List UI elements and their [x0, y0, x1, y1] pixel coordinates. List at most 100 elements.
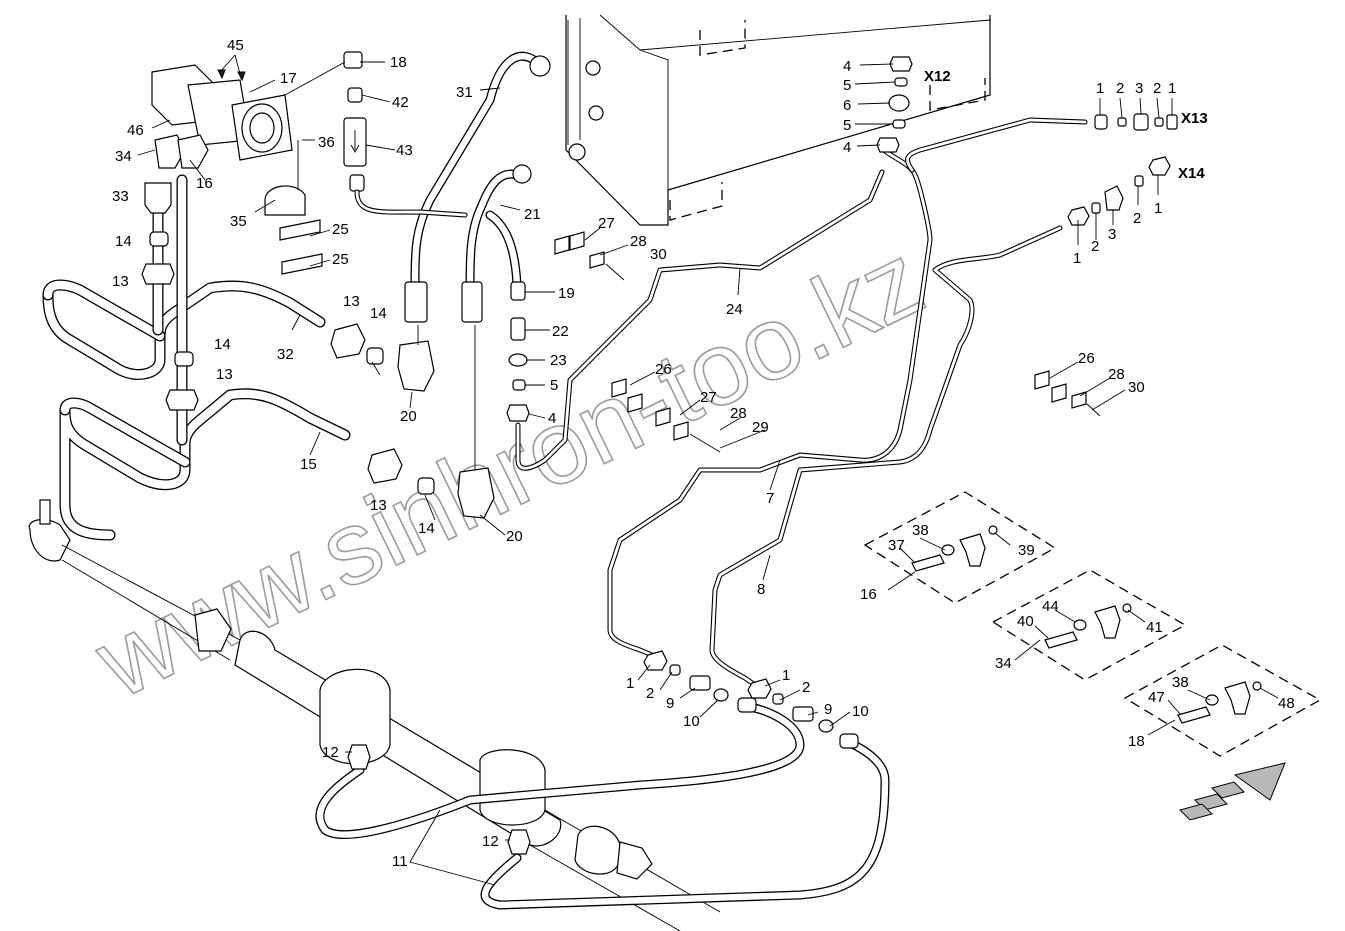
callout-27: 27 — [700, 389, 717, 406]
callout-12: 12 — [322, 744, 339, 761]
callout-33: 33 — [112, 188, 129, 205]
pump-assembly — [151, 64, 293, 169]
callout-3: 3 — [1108, 226, 1116, 243]
callout-26: 26 — [655, 361, 672, 378]
callout-12: 12 — [482, 833, 499, 850]
machine-housing — [565, 14, 991, 226]
callout-4: 4 — [548, 410, 556, 427]
callout-2: 2 — [802, 679, 810, 696]
callout-4: 4 — [843, 139, 851, 156]
callout-18: 18 — [1128, 733, 1145, 750]
callout-45: 45 — [227, 37, 244, 54]
callout-20: 20 — [400, 408, 417, 425]
callout-29: 29 — [752, 419, 769, 436]
callout-43: 43 — [396, 142, 413, 159]
line-x13 — [905, 117, 1088, 173]
callout-13: 13 — [370, 497, 387, 514]
kit-box-16 — [863, 491, 1057, 604]
callout-14: 14 — [418, 520, 435, 537]
callout-38: 38 — [1172, 674, 1189, 691]
callout-5: 5 — [843, 77, 851, 94]
callout-10: 10 — [683, 713, 700, 730]
callout-8: 8 — [757, 581, 765, 598]
callout-31: 31 — [456, 84, 473, 101]
callout-1: 1 — [1073, 250, 1081, 267]
callout-24: 24 — [726, 301, 743, 318]
callout-20: 20 — [506, 528, 523, 545]
callout-23: 23 — [550, 352, 567, 369]
callout-9: 9 — [666, 695, 674, 712]
callout-41: 41 — [1146, 619, 1163, 636]
fittings-left — [141, 182, 199, 411]
hoses-31-21 — [404, 51, 551, 470]
callout-4: 4 — [843, 58, 851, 75]
callout-32: 32 — [277, 346, 294, 363]
callout-13: 13 — [112, 273, 129, 290]
callout-27: 27 — [598, 215, 615, 232]
callout-1: 1 — [1168, 80, 1176, 97]
callout-28: 28 — [730, 405, 747, 422]
callout-26: 26 — [1078, 350, 1095, 367]
callout-2: 2 — [646, 685, 654, 702]
callout-9: 9 — [824, 701, 832, 718]
callout-5: 5 — [550, 377, 558, 394]
callout-labels: 45 17 46 34 16 33 14 13 18 42 43 36 35 2… — [112, 37, 1295, 870]
fittings-13-14-20 — [330, 323, 495, 519]
connection-label-x13: X13 — [1181, 110, 1208, 127]
callout-44: 44 — [1042, 598, 1059, 615]
callout-1: 1 — [782, 667, 790, 684]
clamp-sets — [554, 231, 1101, 453]
filter-43 — [343, 51, 468, 218]
callout-17: 17 — [280, 70, 297, 87]
callout-30: 30 — [1128, 379, 1145, 396]
tube-15-32 — [42, 279, 351, 541]
callout-6: 6 — [843, 97, 851, 114]
connection-label-x14: X14 — [1178, 165, 1205, 182]
clamp-35 — [264, 140, 323, 275]
steering-cylinder — [28, 499, 721, 931]
callout-39: 39 — [1018, 542, 1035, 559]
callout-16: 16 — [860, 586, 877, 603]
callout-40: 40 — [1017, 613, 1034, 630]
connection-label-x12: X12 — [924, 68, 951, 85]
callout-25: 25 — [332, 221, 349, 238]
x13-fittings — [1094, 113, 1178, 131]
callout-38: 38 — [912, 522, 929, 539]
callout-21: 21 — [524, 206, 541, 223]
callout-22: 22 — [552, 323, 569, 340]
callout-10: 10 — [852, 703, 869, 720]
callout-14: 14 — [214, 336, 231, 353]
callout-35: 35 — [230, 213, 247, 230]
callout-1: 1 — [626, 675, 634, 692]
kit-box-34 — [991, 569, 1187, 681]
callout-28: 28 — [630, 233, 647, 250]
x14-fittings — [1067, 156, 1171, 226]
direction-arrow-icon — [1179, 762, 1286, 821]
line-8 — [709, 225, 1063, 688]
callout-15: 15 — [300, 456, 317, 473]
callout-37: 37 — [888, 537, 905, 554]
callout-2: 2 — [1116, 80, 1124, 97]
callout-36: 36 — [318, 134, 335, 151]
callout-13: 13 — [216, 366, 233, 383]
leader-lines — [137, 54, 1279, 886]
callout-30: 30 — [650, 246, 667, 263]
callout-5: 5 — [843, 117, 851, 134]
callout-47: 47 — [1148, 689, 1165, 706]
callout-48: 48 — [1278, 695, 1295, 712]
callout-19: 19 — [558, 285, 575, 302]
callout-42: 42 — [392, 94, 409, 111]
callout-7: 7 — [766, 490, 774, 507]
callout-3: 3 — [1135, 80, 1143, 97]
callout-16: 16 — [196, 175, 213, 192]
callout-34: 34 — [995, 655, 1012, 672]
hoses-11 — [315, 697, 890, 910]
kit-box-18 — [1123, 644, 1322, 757]
callout-1: 1 — [1096, 80, 1104, 97]
callout-14: 14 — [115, 233, 132, 250]
callout-34: 34 — [115, 148, 132, 165]
callout-13: 13 — [343, 293, 360, 310]
callout-1: 1 — [1154, 200, 1162, 217]
